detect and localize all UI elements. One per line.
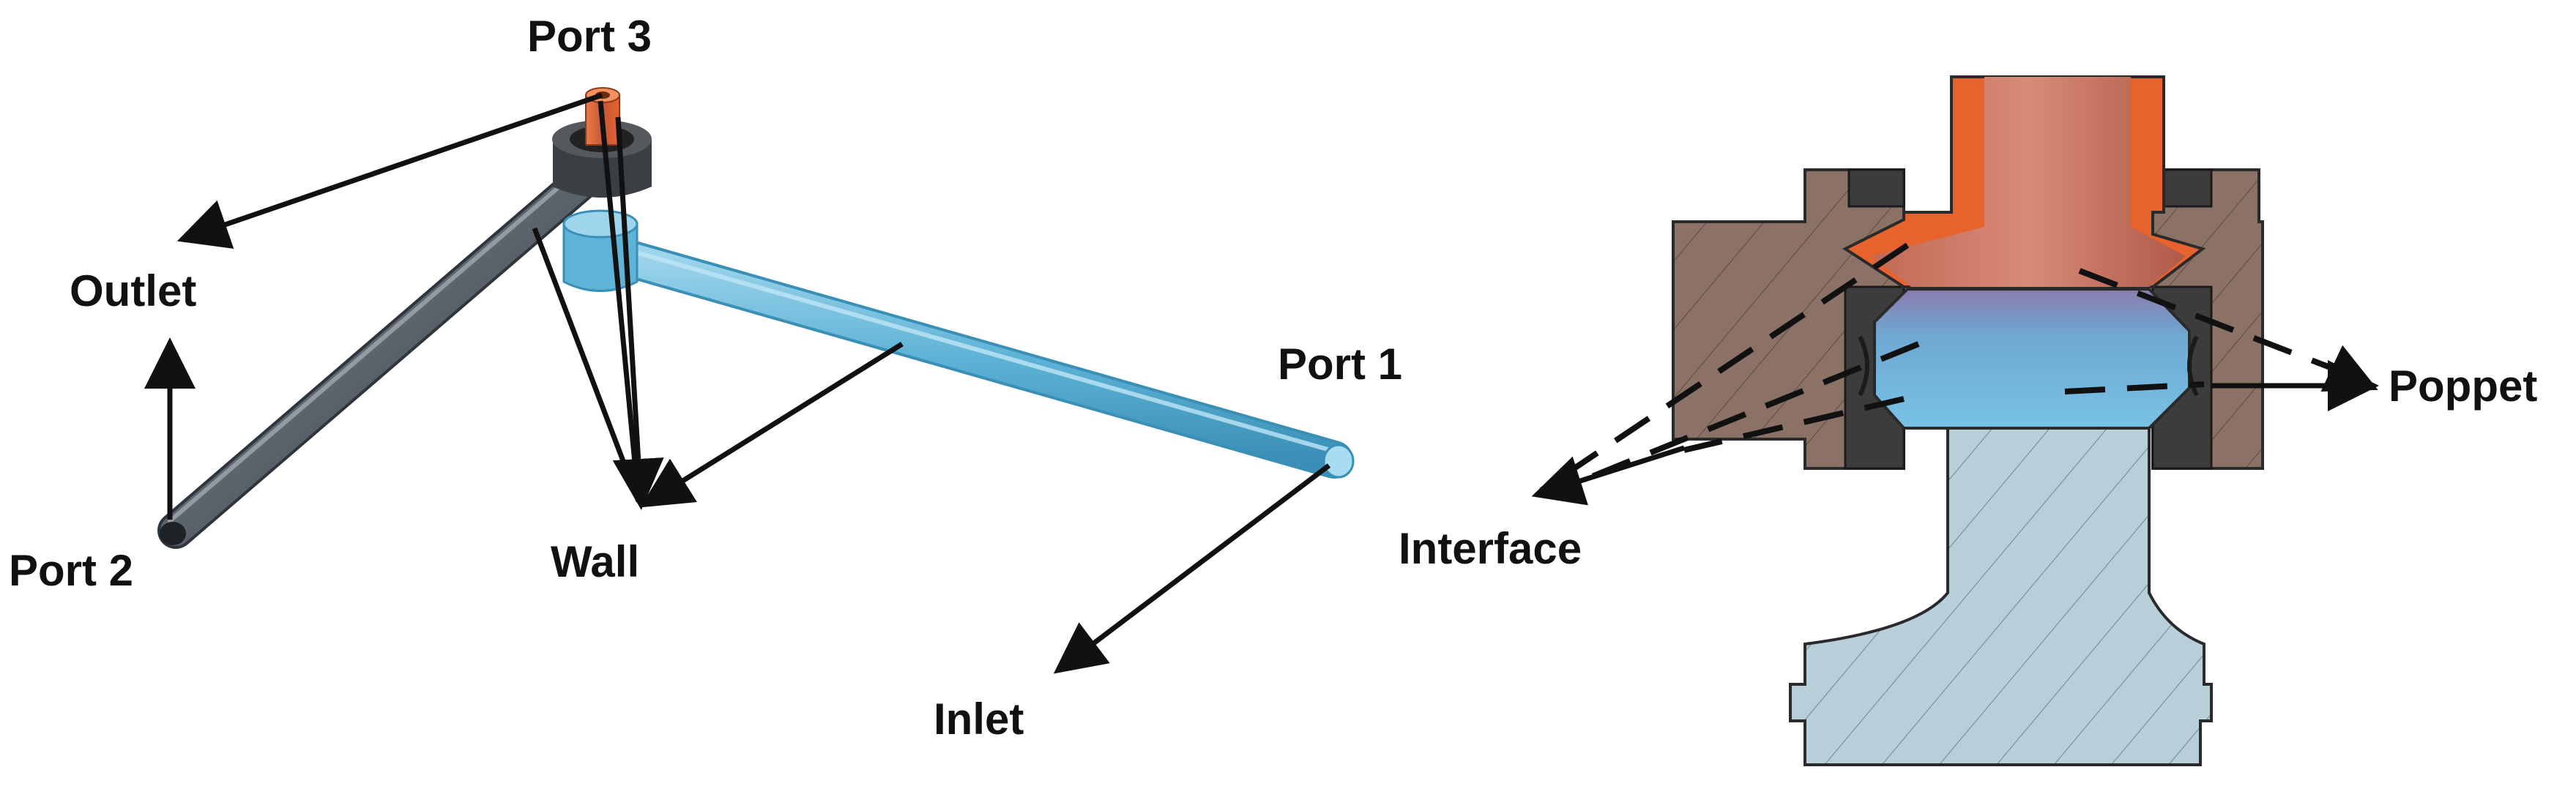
arrow-wall-from-gray-pipe <box>532 227 641 503</box>
label-poppet: Poppet <box>2389 362 2537 411</box>
poppet <box>1858 288 2199 430</box>
label-outlet: Outlet <box>70 266 196 315</box>
arrow-to-interface <box>1531 445 1686 506</box>
label-interface: Interface <box>1399 524 1582 573</box>
valve-stem <box>1789 427 2213 766</box>
gray-outlet-pipe <box>157 154 611 549</box>
arrow-wall-from-stem <box>612 116 664 510</box>
right-arrows <box>1531 345 2379 506</box>
manifold-3d-model: Port 3 Outlet Port 1 Port 2 Wall Inlet <box>9 12 1402 744</box>
arrow-port1-to-inlet <box>1053 463 1331 674</box>
orange-tube <box>1842 75 2206 288</box>
blue-inlet-pipe <box>589 233 1355 479</box>
arrow-wall-from-collar <box>598 100 641 502</box>
arrow-wall-from-blue-pipe <box>640 342 904 508</box>
valve-cross-section: Poppet Interface <box>1399 75 2537 766</box>
label-port3: Port 3 <box>527 12 652 61</box>
label-port2: Port 2 <box>9 546 133 595</box>
left-arrows <box>144 92 1331 674</box>
label-port1: Port 1 <box>1278 340 1402 389</box>
arrow-port3-to-outlet <box>176 92 603 249</box>
label-inlet: Inlet <box>934 695 1024 744</box>
label-wall: Wall <box>551 537 639 586</box>
